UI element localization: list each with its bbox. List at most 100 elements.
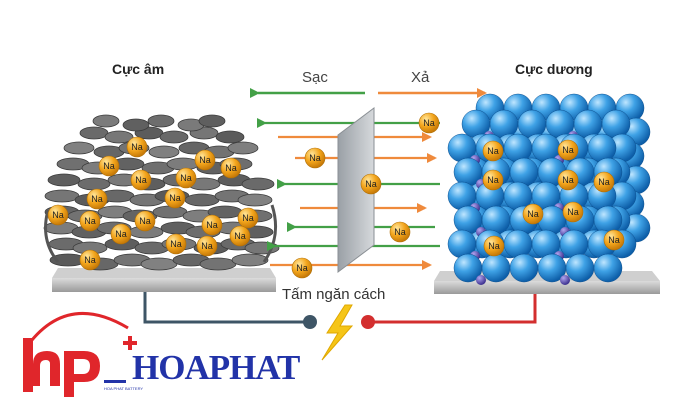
carbon-flake	[47, 173, 81, 187]
cathode-wire	[368, 294, 537, 324]
svg-text:Na: Na	[488, 241, 500, 251]
svg-text:Na: Na	[309, 153, 321, 163]
anode-title: Cực âm	[112, 61, 165, 77]
carbon-flake	[104, 130, 134, 144]
carbon-flake	[147, 114, 175, 128]
svg-text:Na: Na	[206, 220, 218, 230]
sodium-ion: Na	[79, 249, 101, 271]
cathode-sphere	[509, 157, 539, 187]
svg-text:Na: Na	[84, 255, 96, 265]
carbon-flake	[92, 114, 120, 128]
sodium-ion: Na	[194, 149, 216, 171]
svg-text:Na: Na	[115, 229, 127, 239]
sodium-ion: Na	[201, 214, 223, 236]
carbon-flake	[148, 145, 180, 159]
sodium-ion: Na	[47, 204, 69, 226]
cathode-sphere	[593, 205, 623, 235]
carbon-flake	[79, 126, 109, 140]
svg-text:Na: Na	[527, 209, 539, 219]
separator-label: Tấm ngăn cách	[282, 286, 386, 303]
svg-text:Na: Na	[296, 263, 308, 273]
logo-arc	[26, 311, 129, 346]
cathode-sphere	[481, 253, 511, 283]
sodium-ion: Na	[522, 203, 544, 225]
cathode-sphere	[503, 229, 533, 259]
sodium-ion: Na	[603, 229, 625, 251]
carbon-flake	[122, 118, 150, 132]
sodium-ion: Na	[126, 136, 148, 158]
sodium-ion: Na	[237, 207, 259, 229]
svg-text:Na: Na	[394, 227, 406, 237]
cathode-sphere	[587, 133, 617, 163]
svg-text:Na: Na	[487, 175, 499, 185]
carbon-flake-edge	[44, 209, 60, 263]
logo-brand-name: HOAPHAT	[132, 348, 300, 387]
carbon-flake-edge	[262, 204, 278, 263]
carbon-flake	[140, 257, 178, 271]
svg-text:Na: Na	[180, 173, 192, 183]
cathode-sphere	[503, 133, 533, 163]
hoaphat-logo	[23, 311, 137, 397]
sodium-ion: Na	[360, 173, 382, 195]
sodium-ion: Na	[220, 157, 242, 179]
carbon-flake	[241, 177, 275, 191]
sodium-ion: Na	[483, 235, 505, 257]
svg-text:Na: Na	[169, 193, 181, 203]
sodium-ion: Na	[562, 201, 584, 223]
carbon-flake	[184, 193, 220, 207]
sodium-ion: Na	[86, 188, 108, 210]
sodium-ion: Na	[134, 210, 156, 232]
carbon-flake	[227, 141, 259, 155]
cathode-sphere	[565, 253, 595, 283]
svg-text:Na: Na	[365, 179, 377, 189]
svg-text:Na: Na	[201, 241, 213, 251]
sodium-ion: Na	[196, 235, 218, 257]
anode-wire	[143, 292, 310, 324]
cathode-title: Cực dương	[515, 61, 593, 77]
separator-membrane	[337, 107, 375, 273]
svg-text:Na: Na	[562, 145, 574, 155]
sodium-ion: Na	[304, 147, 326, 169]
carbon-flake	[215, 130, 245, 144]
cathode-sphere	[517, 109, 547, 139]
svg-text:Na: Na	[234, 231, 246, 241]
sodium-ion: Na	[164, 187, 186, 209]
svg-text:Na: Na	[139, 216, 151, 226]
anode-plate	[52, 268, 276, 292]
carbon-flake	[44, 189, 80, 203]
svg-text:Na: Na	[170, 239, 182, 249]
sodium-ion: Na	[418, 112, 440, 134]
sodium-ion: Na	[482, 140, 504, 162]
sodium-ion: Na	[291, 257, 313, 279]
svg-text:Na: Na	[567, 207, 579, 217]
discharge-label: Xả	[411, 69, 430, 86]
cathode-sphere	[601, 109, 631, 139]
svg-text:Na: Na	[91, 194, 103, 204]
cathode-sphere	[489, 109, 519, 139]
sodium-ion: Na	[130, 169, 152, 191]
cathode-sphere	[573, 109, 603, 139]
charge-label: Sạc	[302, 69, 328, 86]
sodium-ion: Na	[229, 225, 251, 247]
svg-text:Na: Na	[225, 163, 237, 173]
cathode-sphere	[509, 253, 539, 283]
logo-plus-icon	[123, 336, 137, 350]
carbon-flake	[152, 205, 188, 219]
svg-text:Na: Na	[487, 146, 499, 156]
carbon-flake	[198, 114, 226, 128]
sodium-ion: Na	[557, 139, 579, 161]
svg-text:Na: Na	[199, 155, 211, 165]
svg-text:Na: Na	[562, 175, 574, 185]
cathode-small-sphere	[560, 275, 570, 285]
logo-underline	[104, 380, 126, 383]
svg-text:Na: Na	[135, 175, 147, 185]
sodium-ion: Na	[482, 169, 504, 191]
svg-text:Na: Na	[103, 161, 115, 171]
svg-text:Na: Na	[131, 142, 143, 152]
carbon-flake	[77, 177, 111, 191]
cathode-terminal	[361, 315, 375, 329]
carbon-flake	[237, 193, 273, 207]
